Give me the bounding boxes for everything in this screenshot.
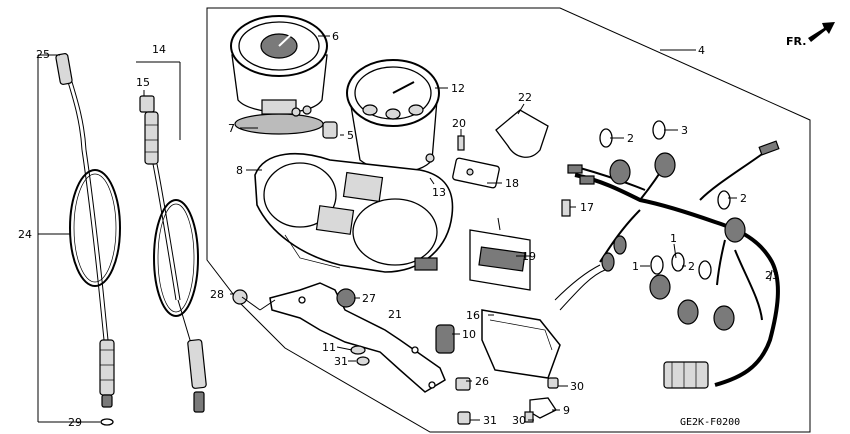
callout-24: 24 bbox=[18, 228, 32, 241]
callout-9: 9 bbox=[563, 404, 570, 417]
callout-labels: 6 7 5 8 12 13 20 18 22 17 19 16 10 11 31… bbox=[18, 30, 779, 429]
callout-12: 12 bbox=[451, 82, 465, 95]
callout-4: 4 bbox=[698, 44, 705, 57]
callout-2-right: 2 bbox=[740, 192, 747, 205]
callout-1-lower: 1 bbox=[632, 260, 639, 273]
instrument-bracket bbox=[232, 282, 471, 425]
callout-20: 20 bbox=[452, 117, 466, 130]
callout-25: 25 bbox=[36, 48, 50, 61]
callout-21: 21 bbox=[388, 308, 402, 321]
callout-10: 10 bbox=[462, 328, 476, 341]
callout-2-lower: 2 bbox=[688, 260, 695, 273]
callout-13: 13 bbox=[432, 186, 446, 199]
callout-23: 23 bbox=[765, 269, 779, 282]
callout-11: 11 bbox=[322, 341, 336, 354]
callout-2-top: 2 bbox=[627, 132, 634, 145]
indicator-bulbs bbox=[599, 120, 731, 280]
callout-31-lower: 31 bbox=[483, 414, 497, 427]
front-direction-indicator: FR. bbox=[786, 22, 835, 48]
callout-30-lower: 30 bbox=[512, 414, 526, 427]
callout-7: 7 bbox=[228, 122, 235, 135]
control-unit bbox=[469, 217, 606, 423]
tachometer-cable bbox=[139, 95, 207, 413]
callout-31-upper: 31 bbox=[334, 355, 348, 368]
callout-27: 27 bbox=[362, 292, 376, 305]
cable-washer-icon bbox=[100, 418, 114, 426]
callout-16: 16 bbox=[466, 309, 480, 322]
diagram-code: GE2K-F0200 bbox=[680, 417, 740, 428]
callout-14: 14 bbox=[152, 43, 166, 56]
callout-26: 26 bbox=[475, 375, 489, 388]
callout-30-upper: 30 bbox=[570, 380, 584, 393]
callout-15: 15 bbox=[136, 76, 150, 89]
bulb-sockets bbox=[601, 152, 746, 331]
leader-lines bbox=[37, 35, 773, 423]
direction-label: FR. bbox=[786, 35, 806, 48]
callout-17: 17 bbox=[580, 201, 594, 214]
callout-5: 5 bbox=[347, 129, 354, 142]
callout-29: 29 bbox=[68, 416, 82, 429]
callout-18: 18 bbox=[505, 177, 519, 190]
callout-1-upper: 1 bbox=[670, 232, 677, 245]
callout-22: 22 bbox=[518, 91, 532, 104]
callout-3: 3 bbox=[681, 124, 688, 137]
speedometer-cable bbox=[55, 53, 121, 426]
callout-8: 8 bbox=[236, 164, 243, 177]
front-arrow-icon bbox=[808, 22, 835, 42]
meter-hardware bbox=[322, 109, 571, 217]
assembly-frame bbox=[206, 7, 811, 433]
callout-28: 28 bbox=[210, 288, 224, 301]
callout-6: 6 bbox=[332, 30, 339, 43]
callout-19: 19 bbox=[522, 250, 536, 263]
speedometer-assembly bbox=[230, 15, 328, 135]
meter-case bbox=[254, 152, 454, 273]
